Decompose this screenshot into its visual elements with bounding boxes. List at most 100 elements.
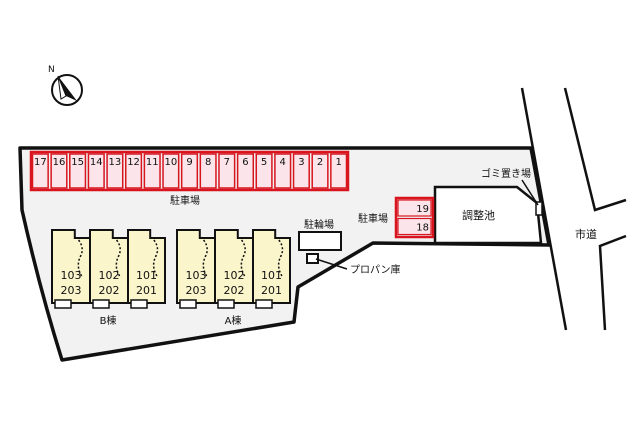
bicycle-parking-label: 駐輪場 bbox=[304, 218, 334, 231]
pond-label: 調整池 bbox=[462, 208, 495, 222]
parking-space: 9 bbox=[180, 153, 199, 189]
parking-space: 8 bbox=[199, 153, 217, 189]
parking-side-label: 駐車場 bbox=[358, 212, 388, 225]
entrance-box bbox=[255, 299, 273, 309]
unit-number-lower: 101 bbox=[261, 269, 282, 282]
parking-side-outline bbox=[394, 196, 435, 239]
stair-path bbox=[202, 239, 208, 277]
stair-path bbox=[152, 239, 159, 277]
parking-space: 5 bbox=[255, 153, 273, 189]
parking-space: 19 bbox=[397, 199, 432, 217]
parking-main-label: 駐車場 bbox=[170, 194, 200, 207]
parking-space-number: 6 bbox=[242, 157, 248, 168]
entrance-box bbox=[130, 299, 148, 309]
parking-space-number: 16 bbox=[53, 157, 66, 168]
propane-storage bbox=[306, 253, 319, 264]
parking-space-box bbox=[236, 153, 255, 189]
parking-space-box bbox=[162, 153, 180, 189]
parking-space-box bbox=[311, 153, 329, 189]
unit-number-upper: 201 bbox=[261, 284, 282, 297]
road-label: 市道 bbox=[575, 227, 597, 241]
parking-space-number: 13 bbox=[109, 157, 122, 168]
parking-space-box bbox=[397, 199, 432, 217]
road-edge-right-lower bbox=[598, 234, 627, 331]
parking-space-box bbox=[124, 153, 143, 189]
unit-number-upper: 203 bbox=[186, 284, 207, 297]
parking-space-box bbox=[50, 153, 68, 189]
unit-outline bbox=[127, 229, 166, 304]
parking-space-number: 12 bbox=[127, 157, 140, 168]
unit-number-lower: 103 bbox=[61, 269, 82, 282]
parking-space-number: 2 bbox=[317, 157, 323, 168]
unit-number-upper: 202 bbox=[224, 284, 245, 297]
north-arrow-icon: N bbox=[48, 65, 83, 106]
parking-space: 11 bbox=[143, 153, 161, 189]
parking-space-number: 19 bbox=[416, 204, 429, 215]
parking-space-box bbox=[180, 153, 199, 189]
stair-path bbox=[240, 239, 246, 277]
parking-space-number: 1 bbox=[335, 157, 341, 168]
parking-space-box bbox=[106, 153, 124, 189]
stair-path bbox=[115, 239, 121, 277]
propane-leader-line bbox=[315, 258, 348, 270]
unit-number-lower: 102 bbox=[224, 269, 245, 282]
unit-number-upper: 201 bbox=[136, 284, 157, 297]
garbage-area bbox=[535, 201, 543, 216]
parking-space: 1 bbox=[330, 153, 348, 189]
road-edge-right-upper bbox=[563, 87, 627, 212]
parking-space: 16 bbox=[50, 153, 68, 189]
parking-space-number: 18 bbox=[416, 223, 429, 234]
parking-space: 6 bbox=[236, 153, 255, 189]
parking-space-box bbox=[31, 153, 49, 189]
parking-space-number: 8 bbox=[205, 157, 211, 168]
stair-path bbox=[277, 239, 284, 277]
bicycle-parking bbox=[298, 231, 342, 251]
parking-row-outline bbox=[29, 150, 350, 192]
parking-space: 12 bbox=[124, 153, 143, 189]
stair-path bbox=[77, 239, 83, 277]
parking-space: 7 bbox=[218, 153, 236, 189]
north-label: N bbox=[48, 65, 55, 75]
unit-number-lower: 103 bbox=[186, 269, 207, 282]
parking-space-number: 3 bbox=[298, 157, 304, 168]
parking-space-box bbox=[199, 153, 217, 189]
building-name: A棟 bbox=[225, 314, 242, 327]
parking-space-number: 4 bbox=[280, 157, 286, 168]
garbage-label: ゴミ置き場 bbox=[481, 167, 531, 180]
parking-space-number: 17 bbox=[34, 157, 47, 168]
parking-space-box bbox=[218, 153, 236, 189]
parking-space-number: 15 bbox=[71, 157, 84, 168]
entrance-box bbox=[217, 299, 235, 309]
parking-space: 10 bbox=[162, 153, 180, 189]
garbage-leader-line bbox=[521, 179, 539, 206]
entrance-box bbox=[54, 299, 72, 309]
unit-number-upper: 202 bbox=[99, 284, 120, 297]
unit-number-lower: 101 bbox=[136, 269, 157, 282]
unit-number-upper: 203 bbox=[61, 284, 82, 297]
parking-space: 3 bbox=[292, 153, 310, 189]
parking-space: 14 bbox=[87, 153, 105, 189]
parking-space-box bbox=[87, 153, 105, 189]
parking-space-box bbox=[274, 153, 292, 189]
parking-space-box bbox=[143, 153, 161, 189]
parking-space: 18 bbox=[397, 217, 432, 236]
parking-space-box bbox=[255, 153, 273, 189]
unit-outline bbox=[252, 229, 291, 304]
parking-space: 4 bbox=[274, 153, 292, 189]
parking-space-number: 5 bbox=[261, 157, 267, 168]
parking-space-number: 10 bbox=[164, 157, 177, 168]
retention-pond bbox=[433, 185, 543, 245]
unit-number-lower: 102 bbox=[99, 269, 120, 282]
parking-space: 15 bbox=[69, 153, 87, 189]
entrance-box bbox=[92, 299, 110, 309]
parking-space: 17 bbox=[31, 153, 49, 189]
